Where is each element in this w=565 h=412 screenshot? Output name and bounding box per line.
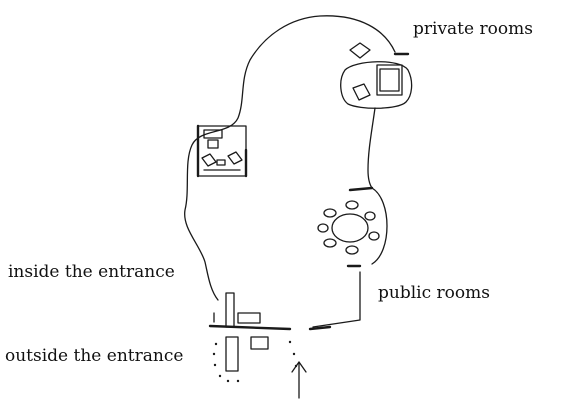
left-boundary-line — [184, 15, 396, 301]
corridor-line-lower — [312, 271, 361, 328]
arrow-up-icon — [291, 361, 307, 399]
public-rooms-label: public rooms — [378, 283, 490, 303]
private-rooms-label: private rooms — [413, 19, 533, 39]
outside-entrance-label: outside the entrance — [5, 346, 184, 366]
public-room-icon — [317, 186, 388, 268]
corridor-line — [367, 107, 376, 189]
inside-entrance-label: inside the entrance — [8, 262, 175, 282]
private-room-icon — [340, 42, 413, 109]
inside-entrance-room-icon — [196, 124, 248, 178]
entrance-icon — [208, 292, 332, 383]
